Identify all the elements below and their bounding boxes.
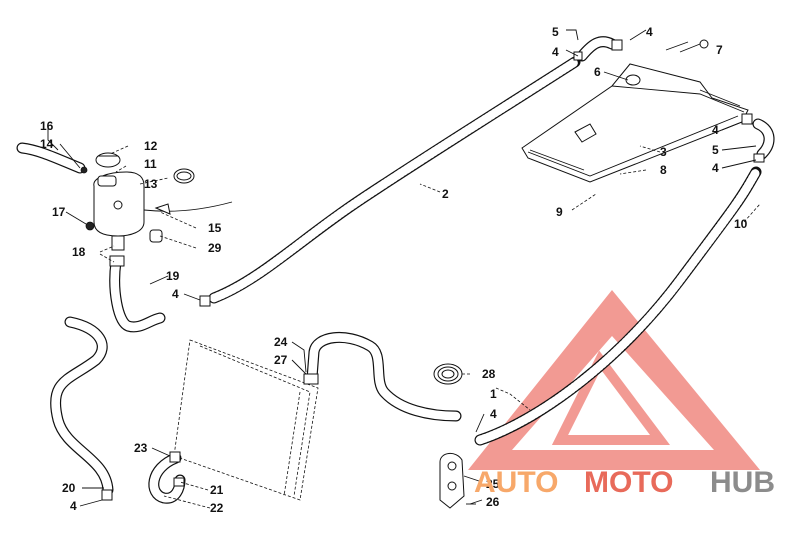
watermark-moto: MOTO: [584, 466, 673, 499]
elbow-hose-top: [573, 36, 623, 62]
bolt-7: [665, 39, 709, 53]
callout-16: 16: [40, 119, 54, 133]
fitting-29: [149, 229, 163, 243]
clamp-top: [611, 39, 623, 51]
radiator: [173, 339, 319, 501]
watermark-logo: [468, 290, 760, 470]
callout-26: 26: [486, 495, 500, 509]
callout-22: 22: [210, 501, 224, 515]
vent-hose: [16, 142, 88, 174]
watermark-text: AUTO MOTO HUB: [474, 466, 775, 499]
hose-1: [474, 166, 762, 446]
callout-21: 21: [210, 483, 224, 497]
callout-10: 10: [734, 217, 748, 231]
callout-4: 4: [70, 499, 77, 513]
callout-5: 5: [712, 143, 719, 157]
callout-15: 15: [208, 221, 222, 235]
front-heat-exchanger: [521, 63, 749, 183]
hose-19: [109, 255, 211, 333]
callout-19: 19: [166, 269, 180, 283]
callout-7: 7: [716, 43, 723, 57]
callout-28: 28: [482, 367, 496, 381]
callouts: 1 2 3 4 4 4 4 4 4 4 5 5 6 7 8 9 10 11 12…: [40, 25, 748, 515]
mount-bracket: [574, 123, 597, 143]
callout-3: 3: [660, 145, 667, 159]
leader-lines: [47, 29, 761, 509]
clamp-28: [433, 363, 463, 385]
callout-4: 4: [712, 161, 719, 175]
callout-11: 11: [144, 157, 157, 171]
callout-18: 18: [72, 245, 86, 259]
callout-25: 25: [486, 477, 500, 491]
callout-20: 20: [62, 481, 76, 495]
callout-29: 29: [208, 241, 222, 255]
callout-14: 14: [40, 137, 54, 151]
elbow-hose-right: [741, 113, 775, 163]
watermark-hub: HUB: [710, 466, 775, 499]
callout-12: 12: [144, 139, 158, 153]
sensor-boss: [625, 74, 641, 86]
callout-1: 1: [490, 387, 497, 401]
callout-27: 27: [274, 353, 288, 367]
coolant-reservoir: [85, 152, 145, 251]
callout-5: 5: [552, 25, 559, 39]
callout-4: 4: [552, 45, 559, 59]
hose-2: [208, 56, 581, 304]
callout-6: 6: [594, 65, 601, 79]
callout-4: 4: [712, 123, 719, 137]
callout-4: 4: [172, 287, 179, 301]
hose-20: [50, 316, 114, 501]
watermark-auto: AUTO: [474, 466, 558, 499]
clamp-13: [173, 168, 195, 184]
callout-17: 17: [52, 205, 66, 219]
callout-4: 4: [646, 25, 653, 39]
callout-23: 23: [134, 441, 148, 455]
callout-8: 8: [660, 163, 667, 177]
hose-24: [303, 331, 462, 422]
callout-13: 13: [144, 177, 158, 191]
callout-4: 4: [490, 407, 497, 421]
callout-24: 24: [274, 335, 288, 349]
bracket-25: [439, 453, 476, 509]
callout-2: 2: [442, 187, 449, 201]
callout-9: 9: [556, 205, 563, 219]
reservoir-cap: [95, 152, 121, 168]
overflow-tube: [143, 201, 233, 215]
hose-22: [148, 451, 186, 504]
